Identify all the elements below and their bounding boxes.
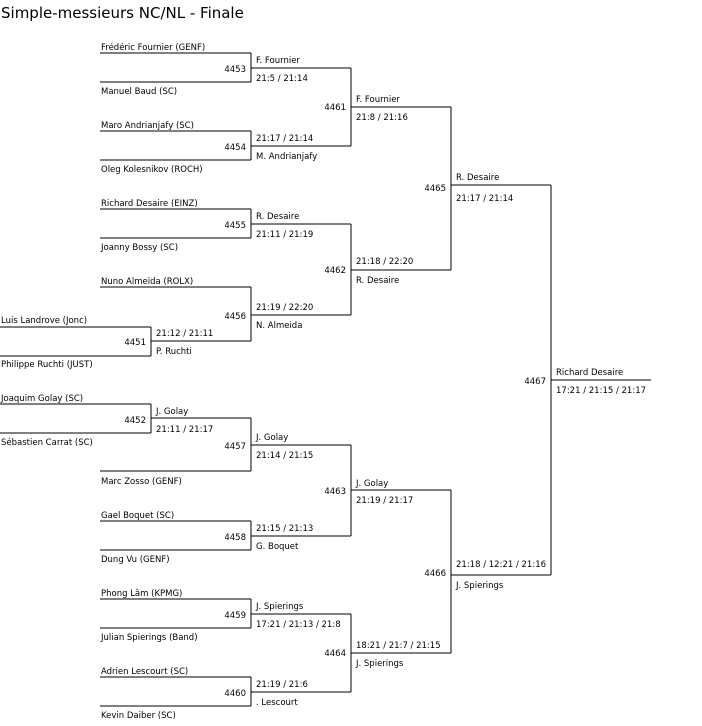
- match-winner: J. Golay: [255, 433, 288, 443]
- player-name: Gael Boquet (SC): [101, 511, 174, 521]
- match-score: 17:21 / 21:15 / 21:17: [556, 386, 646, 396]
- match-score: 21:11 / 21:19: [256, 230, 313, 240]
- player-name: Richard Desaire (EINZ): [101, 199, 198, 209]
- match-score: 21:11 / 21:17: [156, 425, 213, 435]
- player-name: Luis Landrove (Jonc): [1, 316, 87, 326]
- match-score: 21:5 / 21:14: [256, 74, 308, 84]
- match-number: 4463: [324, 487, 346, 497]
- player-name: Frédéric Fournier (GENF): [101, 42, 205, 53]
- bracket-lines: [0, 52, 651, 707]
- match-winner: J. Golay: [155, 407, 188, 417]
- match-winner: R. Desaire: [256, 212, 299, 222]
- match-winner: J. Spierings: [255, 602, 304, 612]
- match-scores: 21:5 / 21:14 21:17 / 21:14 21:8 / 21:16 …: [156, 74, 646, 690]
- match-winner: M. Andrianjafy: [256, 152, 317, 162]
- match-winner: N. Almeida: [256, 321, 302, 331]
- player-name: Joaquim Golay (SC): [0, 394, 83, 404]
- match-number: 4452: [124, 416, 146, 426]
- match-score: 21:19 / 21:17: [356, 496, 413, 506]
- player-name: Dung Vu (GENF): [101, 555, 170, 565]
- match-number: 4462: [324, 266, 346, 276]
- match-score: 21:12 / 21:11: [156, 329, 213, 339]
- match-number: 4453: [224, 65, 246, 75]
- player-name: Sébastien Carrat (SC): [1, 437, 93, 448]
- match-winner: G. Boquet: [256, 542, 299, 552]
- player-name: Joanny Bossy (SC): [100, 243, 178, 253]
- match-number: 4455: [224, 221, 246, 231]
- page-title: Simple-messieurs NC/NL - Finale: [1, 4, 244, 22]
- match-winner: F. Fournier: [356, 95, 400, 105]
- match-number: 4456: [224, 312, 246, 322]
- player-name: Oleg Kolesnikov (ROCH): [101, 165, 203, 175]
- player-name: Philippe Ruchti (JUST): [1, 360, 93, 370]
- match-score: 21:17 / 21:14: [256, 134, 313, 144]
- player-name: Julian Spierings (Band): [100, 633, 198, 643]
- match-score: 21:19 / 22:20: [256, 303, 313, 313]
- match-winner: F. Fournier: [256, 56, 300, 66]
- match-number: 4464: [324, 649, 346, 659]
- match-number: 4458: [224, 533, 246, 543]
- match-number: 4459: [224, 611, 246, 621]
- player-name: Marc Zosso (GENF): [101, 477, 182, 487]
- player-name: Nuno Almeida (ROLX): [101, 277, 193, 287]
- match-score: 21:15 / 21:13: [256, 524, 313, 534]
- match-score: 21:19 / 21:6: [256, 680, 308, 690]
- match-number: 4467: [524, 377, 546, 387]
- player-name: Manuel Baud (SC): [101, 87, 177, 97]
- match-number: 4454: [224, 143, 246, 153]
- match-score: 18:21 / 21:7 / 21:15: [356, 641, 441, 651]
- match-number: 4460: [224, 689, 246, 699]
- match-score: 21:17 / 21:14: [456, 194, 513, 204]
- match-winner: R. Desaire: [356, 276, 399, 286]
- match-winner: J. Golay: [355, 479, 388, 489]
- match-score: 21:18 / 22:20: [356, 257, 413, 267]
- player-name: Adrien Lescourt (SC): [101, 667, 188, 677]
- match-score: 21:14 / 21:15: [256, 451, 313, 461]
- player-name: Phong Lâm (KPMG): [101, 589, 182, 599]
- player-name: Maro Andrianjafy (SC): [101, 121, 194, 131]
- match-winner: J. Spierings: [455, 581, 504, 591]
- match-winner: . Lescourt: [256, 698, 298, 708]
- match-winner: J. Spierings: [355, 659, 404, 669]
- match-score: 21:18 / 12:21 / 21:16: [456, 560, 546, 570]
- match-winner: R. Desaire: [456, 173, 499, 183]
- match-number: 4465: [424, 184, 446, 194]
- match-number: 4461: [324, 103, 346, 113]
- player-names: Frédéric Fournier (GENF) Manuel Baud (SC…: [0, 42, 205, 721]
- match-numbers: 4453 4454 4461 4455 4451 4456 4462 4465 …: [124, 65, 546, 699]
- champion-name: Richard Desaire: [556, 368, 623, 378]
- match-number: 4457: [224, 442, 246, 452]
- match-number: 4466: [424, 569, 446, 579]
- match-number: 4451: [124, 338, 146, 348]
- match-score: 21:8 / 21:16: [356, 113, 408, 123]
- match-score: 17:21 / 21:13 / 21:8: [256, 620, 341, 630]
- match-winners: F. Fournier M. Andrianjafy F. Fournier R…: [155, 56, 623, 708]
- player-name: Kevin Daiber (SC): [101, 711, 176, 721]
- match-winner: P. Ruchti: [156, 347, 192, 357]
